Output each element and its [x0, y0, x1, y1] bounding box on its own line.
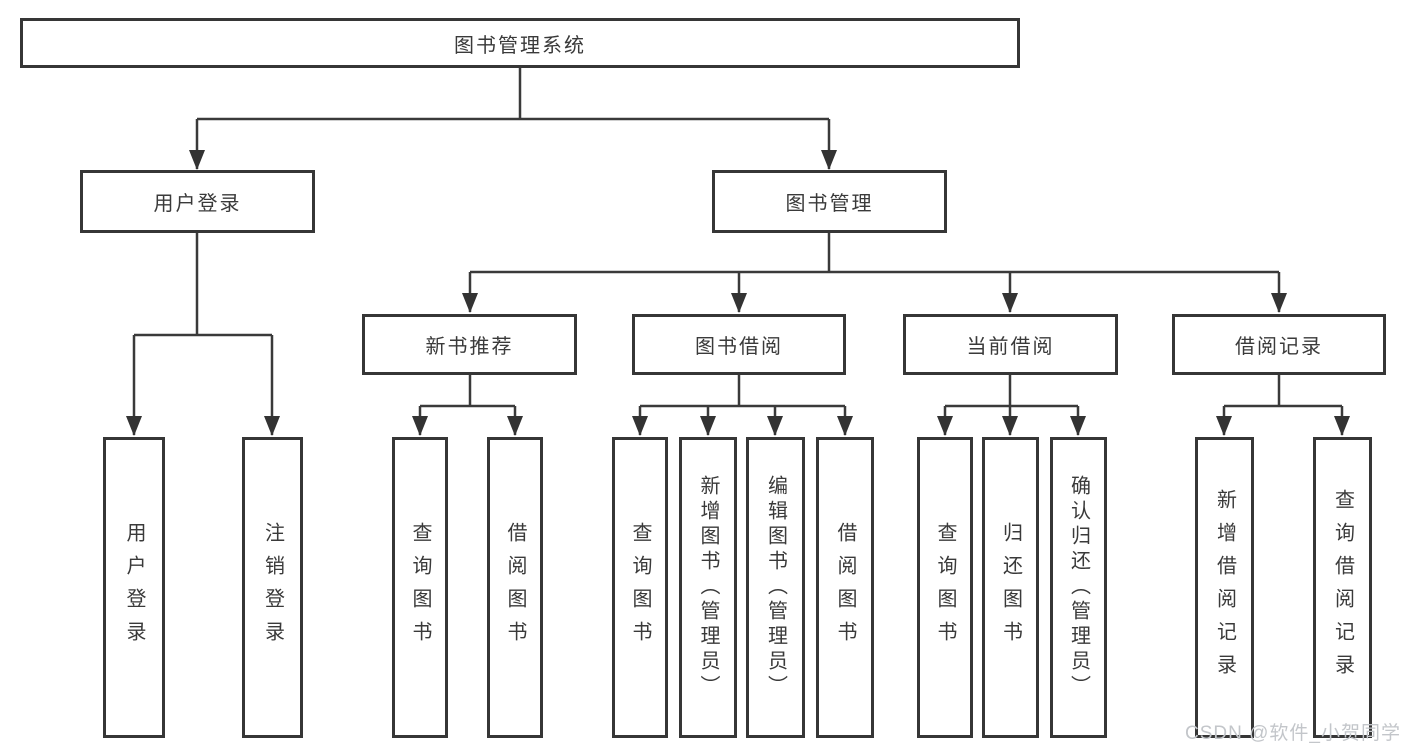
- node-query-borrow-record: 查询借阅记录: [1313, 437, 1372, 738]
- node-user-login-leaf: 用户登录: [103, 437, 165, 738]
- node-label: 借阅记录: [1235, 336, 1323, 358]
- connector-arrows: [126, 119, 1350, 436]
- node-label: 图书借阅: [695, 336, 783, 358]
- node-label: 归还图书: [999, 521, 1022, 654]
- csdn-watermark: CSDN @软件_小贺同学: [1185, 723, 1401, 744]
- node-label: 图书管理: [785, 193, 874, 215]
- node-label: 查询借阅记录: [1331, 488, 1354, 687]
- node-confirm-return-admin: 确认归还（管理员）: [1050, 437, 1107, 738]
- node-label: 用户登录: [153, 193, 242, 215]
- node-label: 借阅图书: [834, 521, 856, 654]
- node-label: 借阅图书: [504, 521, 526, 654]
- node-add-borrow-record: 新增借阅记录: [1195, 437, 1254, 738]
- node-query-books-recommend: 查询图书: [392, 437, 448, 738]
- node-label: 新增借阅记录: [1213, 488, 1236, 687]
- node-label: 查询图书: [409, 521, 431, 654]
- node-book-management-system: 图书管理系统: [20, 18, 1020, 68]
- node-return-books: 归还图书: [982, 437, 1039, 738]
- node-label: 注销登录: [261, 521, 284, 654]
- node-borrow-books-recommend: 借阅图书: [487, 437, 543, 738]
- node-new-book-recommendation: 新书推荐: [362, 314, 577, 375]
- node-label: 查询图书: [629, 521, 651, 654]
- node-logout-login: 注销登录: [242, 437, 303, 738]
- node-label: 查询图书: [934, 521, 956, 654]
- node-edit-books-admin: 编辑图书（管理员）: [746, 437, 805, 738]
- node-query-books-current: 查询图书: [917, 437, 973, 738]
- node-user-login: 用户登录: [80, 170, 315, 233]
- node-book-management: 图书管理: [712, 170, 947, 233]
- node-label: 当前借阅: [966, 336, 1055, 358]
- node-label: 用户登录: [123, 521, 145, 654]
- node-label: 确认归还（管理员）: [1067, 475, 1090, 700]
- node-label: 图书管理系统: [454, 34, 586, 57]
- node-label: 编辑图书（管理员）: [764, 475, 787, 700]
- node-add-books-admin: 新增图书（管理员）: [679, 437, 737, 738]
- node-label: 新增图书（管理员）: [697, 475, 719, 700]
- node-book-borrowing: 图书借阅: [632, 314, 846, 375]
- node-query-books-borrow: 查询图书: [612, 437, 668, 738]
- node-label: 新书推荐: [425, 336, 514, 358]
- node-borrowing-records: 借阅记录: [1172, 314, 1386, 375]
- connector-trunks: [134, 68, 1342, 408]
- node-borrow-books-leaf: 借阅图书: [816, 437, 874, 738]
- node-current-borrowing: 当前借阅: [903, 314, 1118, 375]
